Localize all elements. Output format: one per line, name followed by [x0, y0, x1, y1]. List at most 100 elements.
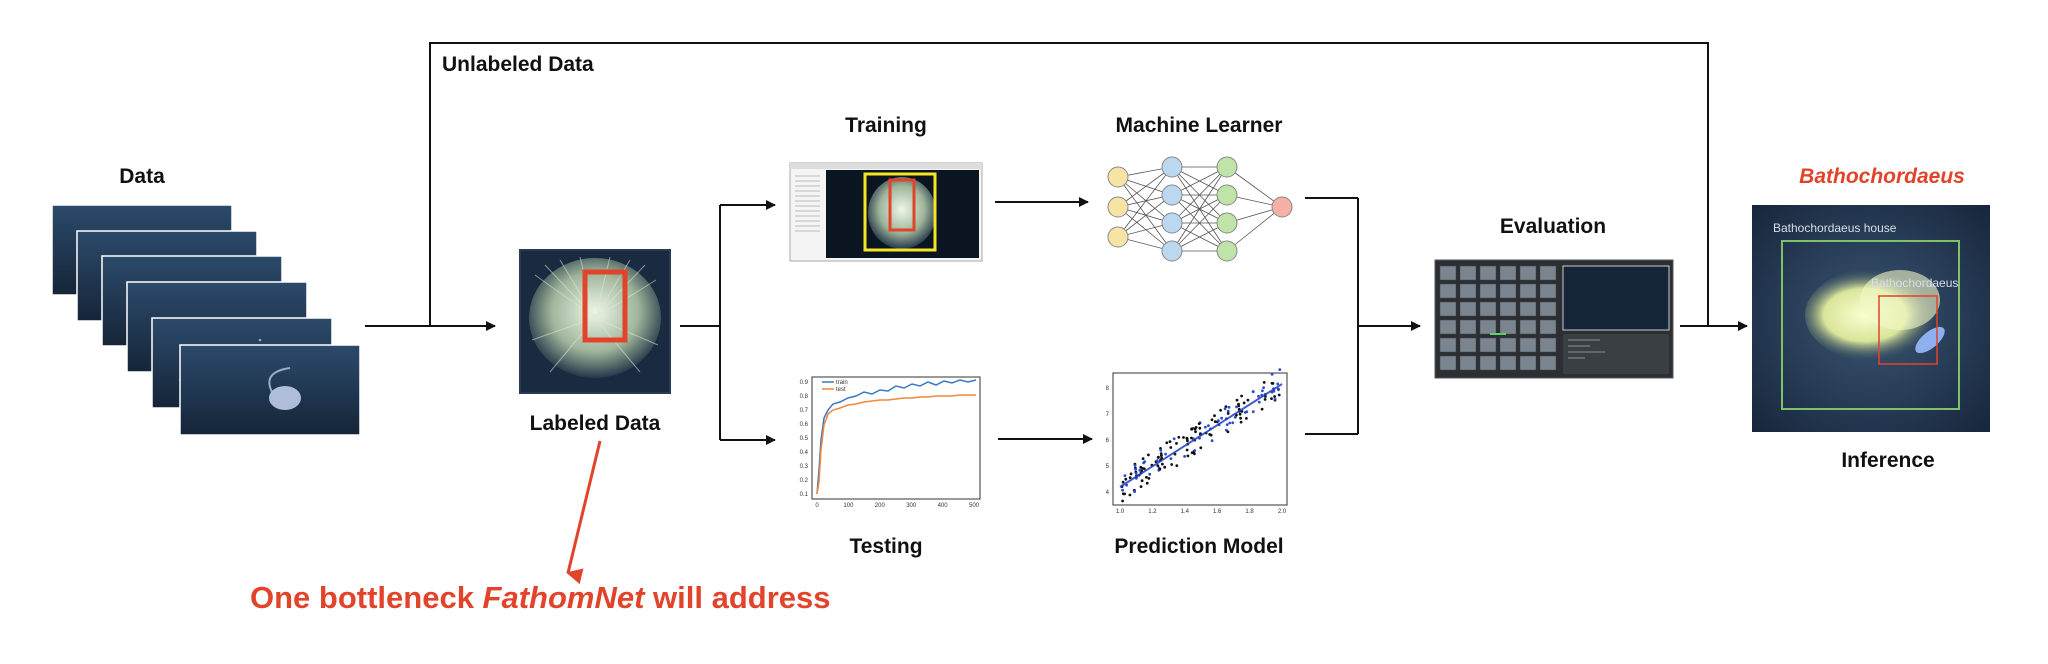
eval-thumbnail [1499, 283, 1517, 299]
nn-edge [1117, 166, 1173, 208]
nn-edge [1226, 166, 1283, 208]
scatter-point [1128, 476, 1132, 480]
y-tick-label: 6 [1106, 438, 1110, 444]
branch-connector [680, 200, 776, 445]
callout-text: One bottleneck FathomNet will address [250, 580, 831, 616]
x-tick-label: 1.6 [1213, 509, 1222, 515]
scatter-point [1123, 492, 1126, 496]
scatter-point [1143, 460, 1147, 463]
scatter-point [1210, 439, 1214, 443]
eval-thumbnail [1519, 337, 1537, 353]
scatter-point [1226, 412, 1230, 415]
label-data: Data [119, 165, 165, 188]
inference-box-label-house: Bathochordaeus house [1773, 221, 1897, 235]
scatter-point [1147, 477, 1151, 480]
scatter-point [1169, 446, 1173, 449]
data-image-stack [51, 204, 361, 436]
eval-thumbnail [1479, 283, 1497, 299]
nn-node [1216, 184, 1238, 206]
label-unlabeled-data: Unlabeled Data [442, 53, 594, 76]
scatter-point [1239, 416, 1242, 420]
scatter-point [1217, 419, 1220, 423]
scatter-point [1193, 452, 1196, 456]
eval-thumbnail [1439, 355, 1457, 371]
y-tick-label: 5 [1106, 464, 1110, 470]
nn-node [1271, 196, 1293, 218]
eval-thumbnail [1479, 355, 1497, 371]
scatter-point [1251, 410, 1255, 414]
scatter-point [1261, 389, 1264, 393]
legend-train: train [836, 380, 848, 386]
y-tick-label: 0.5 [800, 436, 809, 442]
x-tick-label: 200 [875, 503, 886, 509]
scatter-point [1193, 449, 1197, 452]
eval-thumbnail [1459, 283, 1477, 299]
series-test-line [816, 394, 976, 495]
label-prediction-model: Prediction Model [1114, 535, 1284, 558]
scatter-point [1193, 427, 1197, 431]
nn-edge [1117, 176, 1173, 224]
scatter-point [1121, 499, 1124, 503]
scatter-point [1194, 430, 1197, 434]
scatter-point [1263, 398, 1267, 401]
eval-thumbnail [1479, 265, 1497, 281]
scatter-point [1235, 405, 1238, 409]
scatter-point [1219, 408, 1222, 412]
y-tick-label: 8 [1106, 386, 1110, 392]
eval-thumbnail [1439, 301, 1457, 317]
y-tick-label: 0.8 [800, 394, 809, 400]
y-tick-label: 0.1 [800, 492, 809, 498]
nn-node [1216, 240, 1238, 262]
scatter-point [1161, 462, 1164, 466]
eval-thumbnail [1459, 355, 1477, 371]
eval-thumbnail [1519, 283, 1537, 299]
callout-emphasis: FathomNet [482, 580, 645, 615]
scatter-point [1156, 456, 1160, 459]
scatter-point [1238, 412, 1242, 416]
y-tick-label: 7 [1106, 412, 1110, 418]
eval-thumbnail [1479, 301, 1497, 317]
bounding-box-red [582, 269, 628, 343]
nn-node [1161, 184, 1183, 206]
inference-box-red [1878, 295, 1938, 365]
regression-line [1119, 383, 1283, 488]
scatter-point [1145, 481, 1149, 485]
scatter-point [1257, 400, 1261, 404]
eval-thumbnail [1539, 355, 1557, 371]
scatter-point [1237, 404, 1241, 408]
scatter-point [1164, 452, 1167, 456]
scatter-point [1277, 388, 1280, 392]
y-tick-label: 0.6 [800, 422, 809, 428]
evaluation-screenshot [1434, 259, 1674, 379]
scatter-point [1240, 394, 1243, 398]
scatter-point [1199, 446, 1203, 450]
scatter-point [1186, 454, 1190, 458]
scatter-point [1257, 394, 1260, 398]
eval-thumbnail [1499, 355, 1517, 371]
label-evaluation: Evaluation [1499, 215, 1607, 238]
eval-thumbnail [1499, 265, 1517, 281]
scatter-point [1148, 472, 1152, 476]
nn-node [1161, 156, 1183, 178]
scatter-point [1145, 475, 1148, 479]
nn-node [1107, 166, 1129, 188]
x-tick-label: 0 [815, 503, 819, 509]
scatter-point [1190, 436, 1193, 440]
label-labeled-data: Labeled Data [529, 412, 661, 435]
scatter-point [1168, 440, 1172, 443]
x-tick-label: 1.2 [1148, 509, 1157, 515]
scatter-point [1133, 464, 1137, 467]
jellyfish-image [269, 386, 301, 410]
scatter-point [1273, 395, 1276, 398]
scatter-point [1190, 427, 1193, 431]
scatter-point [1175, 464, 1179, 467]
label-machine-learner: Machine Learner [1115, 114, 1283, 137]
merge-connector [1305, 197, 1421, 435]
scatter-point [1177, 435, 1181, 439]
scatter-point [1133, 490, 1136, 493]
